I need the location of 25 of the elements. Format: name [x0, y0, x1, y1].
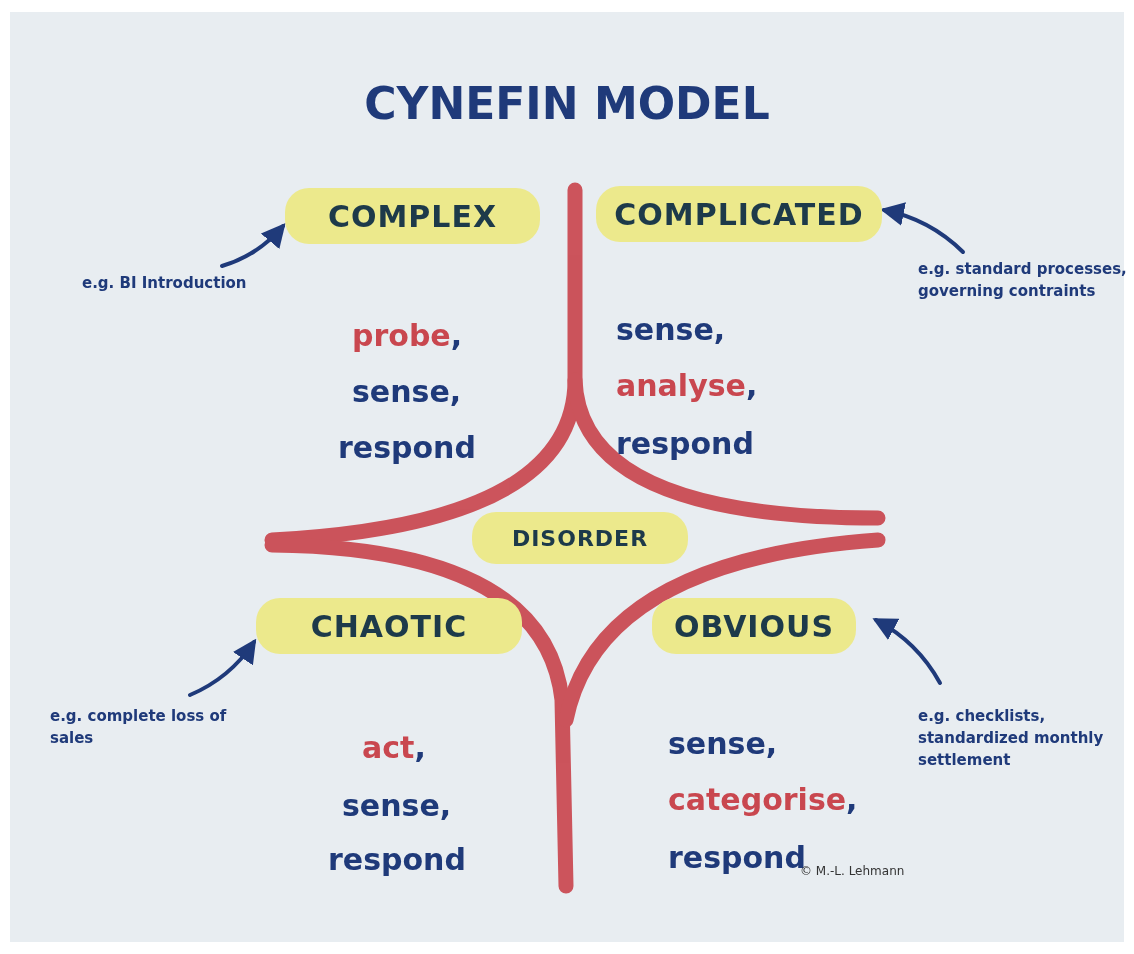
example-note: e.g. complete loss of sales	[50, 705, 240, 749]
practice-step: respond	[338, 430, 476, 465]
practice-step: probe,	[352, 318, 463, 353]
example-note: e.g. standard processes, governing contraints	[918, 258, 1128, 302]
practice-step: act,	[362, 730, 426, 765]
example-note: e.g. checklists, standardized monthly settlement	[918, 705, 1108, 771]
highlighted-domain-label: COMPLEX	[285, 188, 540, 244]
arrow	[220, 223, 286, 268]
arrow	[880, 202, 965, 254]
practice-step: categorise,	[668, 782, 858, 817]
highlighted-domain-label: COMPLICATED	[596, 186, 882, 242]
practice-step: sense,	[668, 726, 778, 761]
example-note: e.g. BI Introduction	[82, 272, 262, 294]
practice-step: sense,	[616, 312, 726, 347]
diagram-title: CYNEFIN MODEL	[363, 78, 771, 129]
highlighted-domain-label: OBVIOUS	[652, 598, 856, 654]
arrow	[872, 618, 942, 685]
highlighted-domain-label: DISORDER	[472, 512, 688, 564]
highlighted-domain-label: CHAOTIC	[256, 598, 522, 654]
practice-step: respond	[328, 842, 466, 877]
practice-step: analyse,	[616, 368, 758, 403]
practice-step: sense,	[352, 374, 462, 409]
arrow	[188, 638, 257, 697]
practice-step: sense,	[342, 788, 452, 823]
practice-step: respond	[616, 426, 754, 461]
